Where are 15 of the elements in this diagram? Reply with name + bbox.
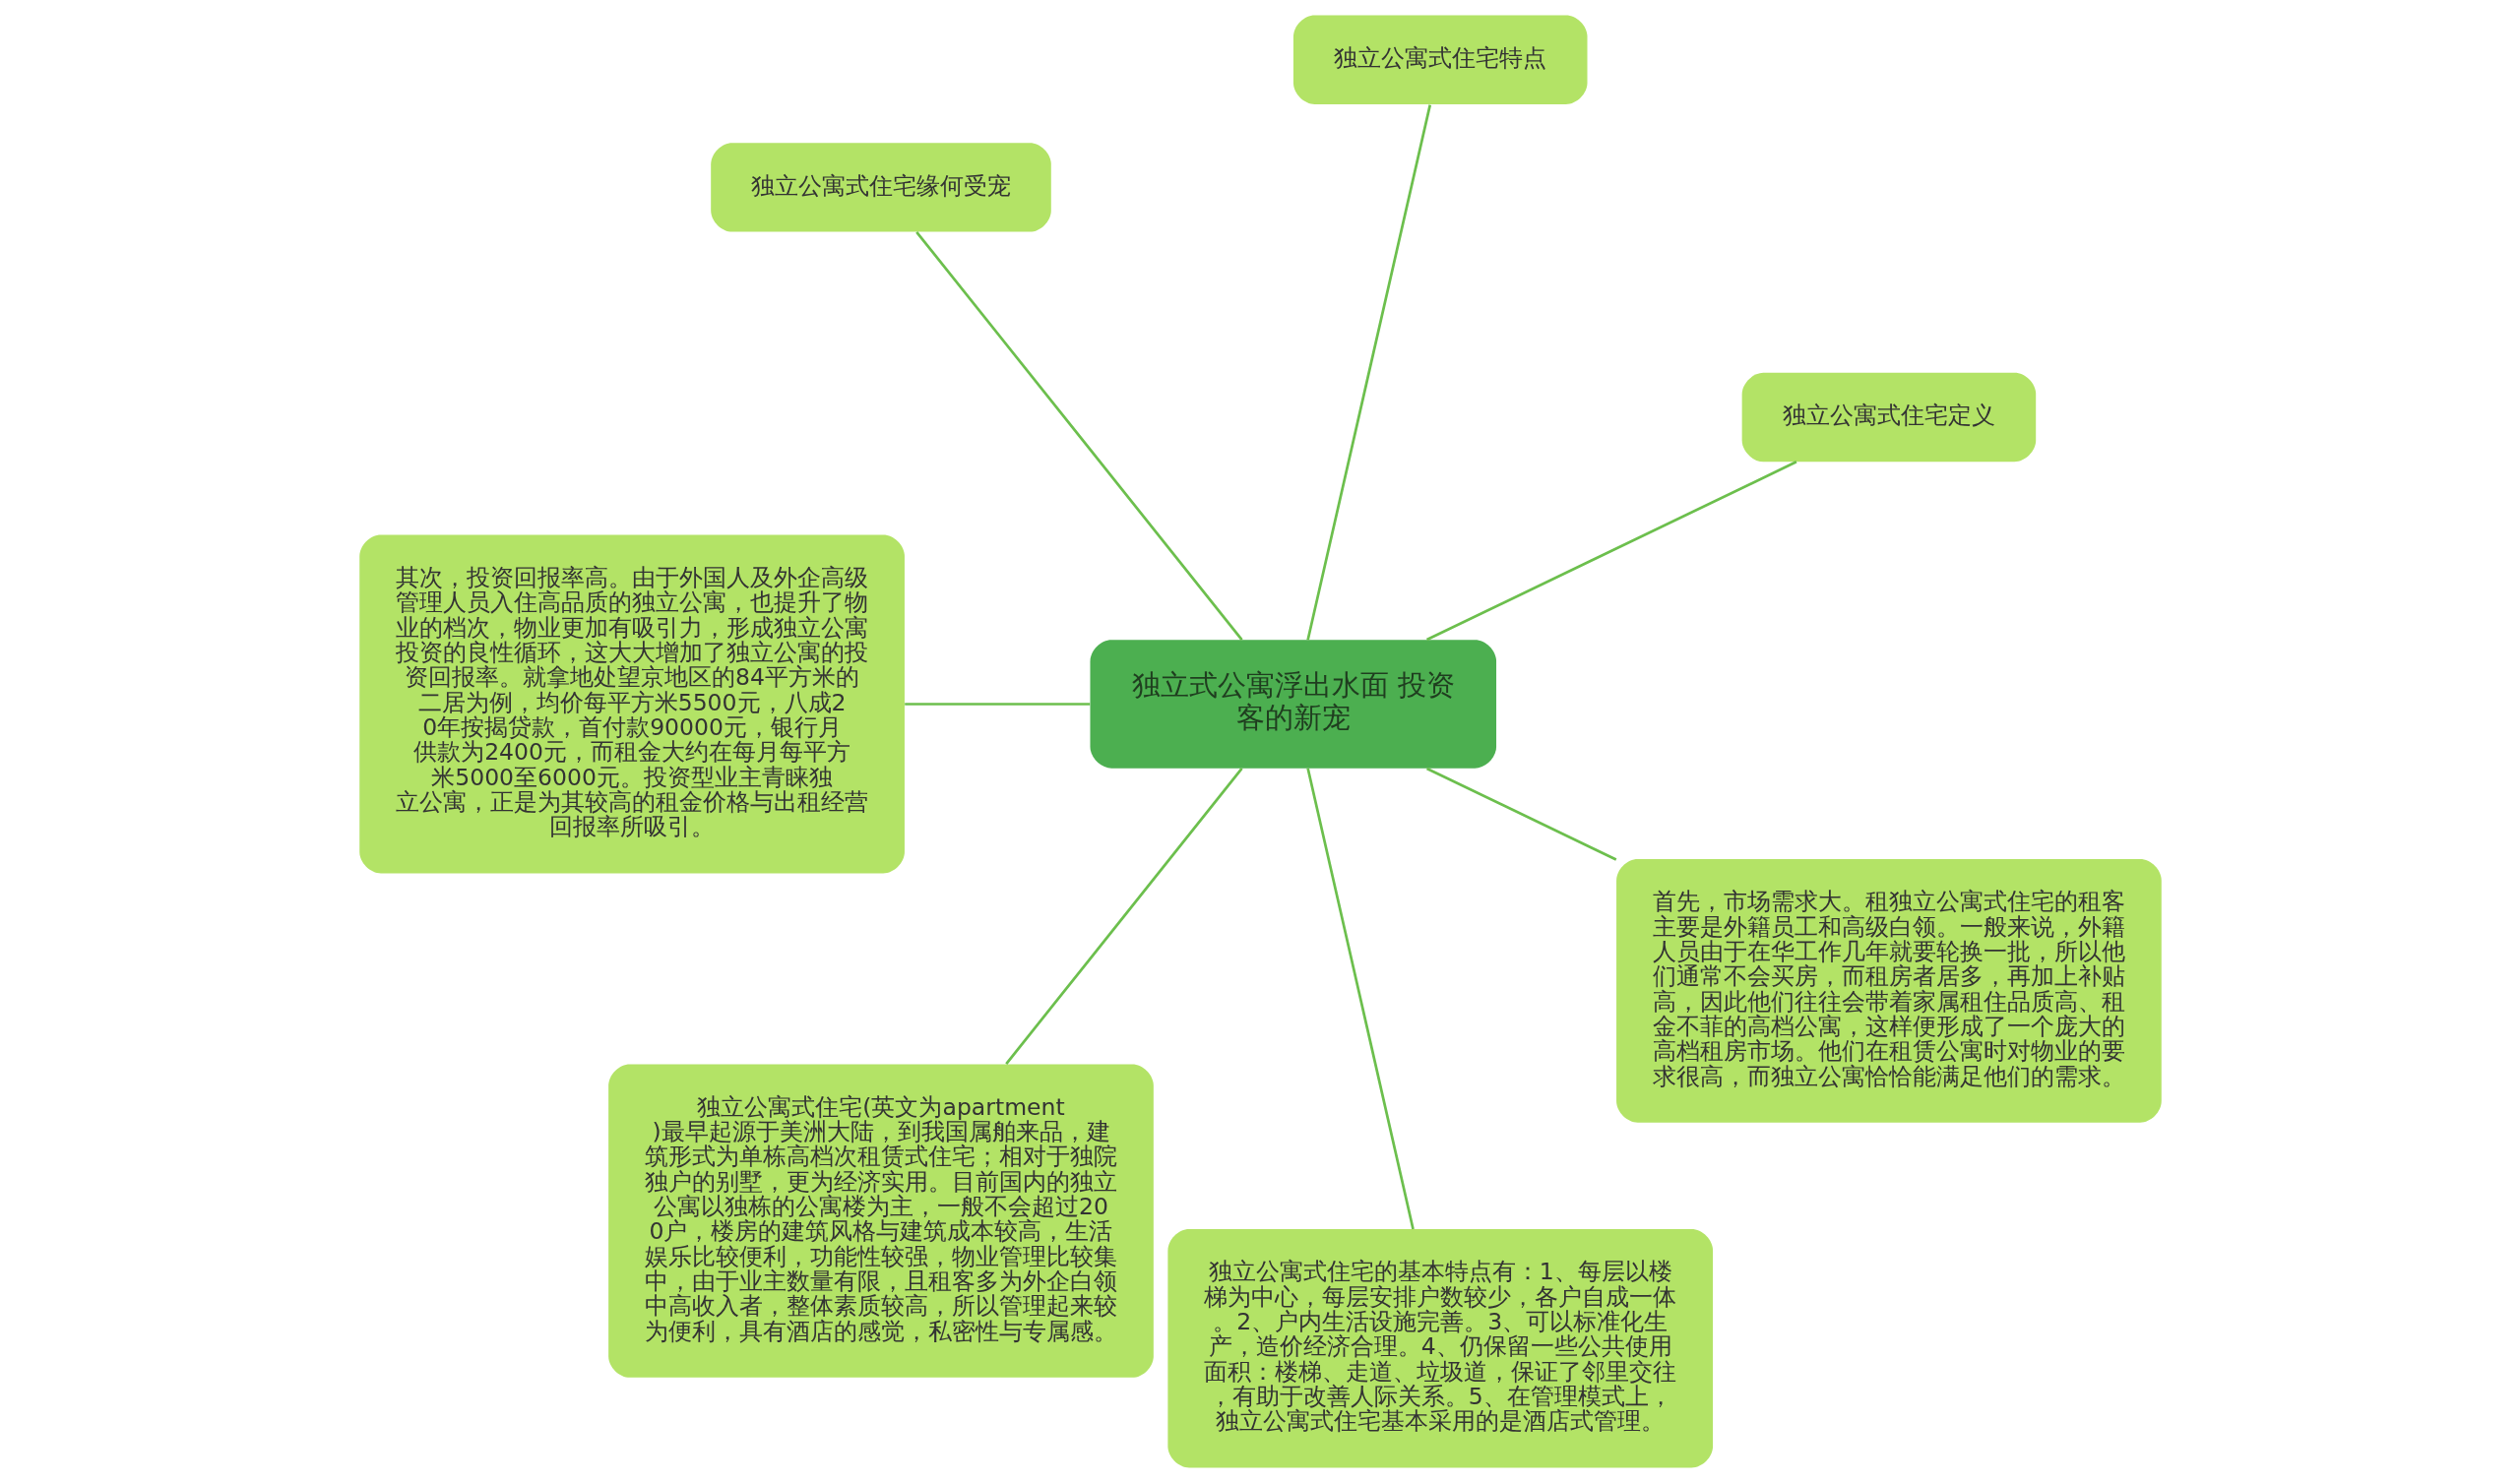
connector [904,703,1090,706]
node-box: 独立公寓式住宅(英文为apartment)最早起源于美洲大陆，到我国属舶来品，建筑形式为单栋高档次租赁式住宅；相对于独院独户的别墅，更为经济实用。目前国内的独立公寓以独栋的公寓楼为主，一般不会超过200户，楼房的建筑风格与建筑成本较高，生活娱乐比较便利，功能性较强，物业管理比较集中，由于业主数量有限，且租客多为外企白领中高收入者，整体素质较高，所以管理起来较为便利，具有酒店的感觉，私密性与专属感。 [607,1064,1154,1378]
connector [1305,768,1415,1230]
connector [1425,767,1616,861]
node-box: 独立公寓式住宅定义 [1741,372,2036,463]
node-box: 首先，市场需求大。租独立公寓式住宅的租客主要是外籍员工和高级白领。一般来说，外籍人员由于在华工作几年就要轮换一批，所以他们通常不会买房，而租房者居多，再加上补贴高，因此他们往往会带着家属租住品质高、租金不菲的高档公寓，这样便形成了一个庞大的高档租房市场。他们在租赁公寓时对物业的要求很高，而独立公寓恰恰能满足他们的需求。 [1615,859,2162,1123]
node-box: 其次，投资回报率高。由于外国人及外企高级管理人员入住高品质的独立公寓，也提升了物业的档次，物业更加有吸引力，形成独立公寓投资的良性循环，这大大增加了独立公寓的投资回报率。就拿地处望京地区的84平方米的二居为例，均价每平方米5500元，八成20年按揭贷款，首付款90000元，银行月供款为2400元，而租金大约在每月每平方米5000至6000元。投资型业主青睐独立公寓，正是为其较高的租金价格与出租经营回报率所吸引。 [358,534,905,874]
node-box: 独立公寓式住宅的基本特点有：1、每层以楼梯为中心，每层安排户数较少，各户自成一体。2、户内生活设施完善。3、可以标准化生产，造价经济合理。4、仍保留一些公共使用面积：楼梯、走道、垃圾道，保证了邻里交往，有助于改善人际关系。5、在管理模式上，独立公寓式住宅基本采用的是酒店式管理。 [1166,1229,1713,1468]
node-box: 独立公寓式住宅缘何受宠 [710,143,1051,232]
connector [1305,104,1431,641]
connector [914,230,1243,641]
node-box: 独立公寓式住宅特点 [1292,15,1587,104]
node-box: 独立式公寓浮出水面 投资客的新宠 [1090,640,1496,769]
connector [1425,461,1796,642]
connector [1004,768,1243,1065]
